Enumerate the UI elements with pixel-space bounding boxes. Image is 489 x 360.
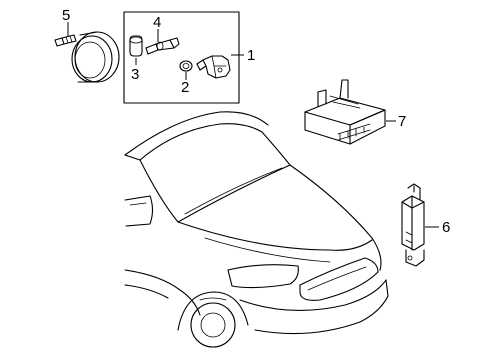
callout-6: 6: [442, 219, 450, 236]
callout-2: 2: [181, 79, 189, 96]
callout-4: 4: [153, 14, 161, 31]
part-5-valve-core: [54, 34, 77, 47]
part-6-sensor-unit: [401, 183, 425, 267]
part-4-valve-stem: [145, 37, 180, 55]
part-1-tpms-sensor: [196, 55, 231, 79]
callout-3: 3: [131, 66, 139, 83]
callout-1: 1: [247, 47, 255, 64]
callout-5: 5: [62, 7, 70, 24]
car-body-outline: [124, 111, 389, 348]
callout-7: 7: [398, 113, 406, 130]
wheel-cap: [71, 31, 120, 83]
part-7-control-module: [304, 79, 386, 145]
part-3-grommet: [129, 35, 143, 57]
part-2-nut: [179, 60, 193, 72]
parts-box: [123, 11, 240, 104]
